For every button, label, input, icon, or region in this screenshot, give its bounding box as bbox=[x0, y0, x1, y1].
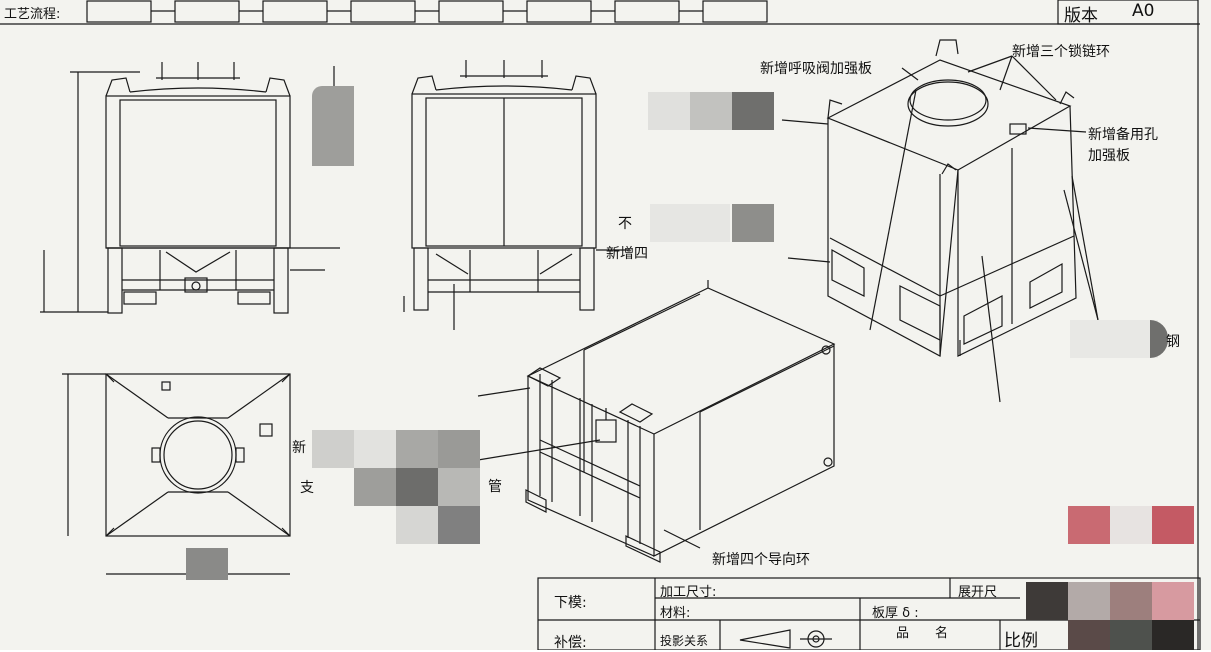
annotation-new-four: 新增四 bbox=[606, 246, 648, 262]
redaction-block bbox=[648, 92, 690, 130]
redaction-block bbox=[1070, 320, 1158, 358]
redaction-block bbox=[732, 204, 774, 242]
annotation-pipe: 管 bbox=[488, 479, 502, 495]
redaction-block bbox=[438, 468, 480, 506]
redaction-block bbox=[1110, 506, 1152, 544]
redaction-block bbox=[186, 548, 228, 580]
projection-label: 投影关系 bbox=[660, 634, 709, 648]
process-flow-label: 工艺流程: bbox=[4, 7, 61, 22]
leader-lines bbox=[477, 55, 1099, 549]
redaction-block bbox=[396, 430, 438, 468]
redaction-block bbox=[690, 92, 732, 130]
redaction-block bbox=[354, 430, 396, 468]
annotation-three-chain-rings: 新增三个锁链环 bbox=[1012, 44, 1110, 60]
annotation-support: 支 bbox=[300, 480, 314, 496]
iso-view-bottom bbox=[525, 280, 836, 563]
product-name-label: 品 名 bbox=[896, 626, 949, 641]
plate-thickness-label: 板厚 δ : bbox=[872, 606, 919, 621]
version-value: A0 bbox=[1132, 1, 1155, 21]
annotation-bu: 不 bbox=[618, 216, 632, 232]
process-flow-boxes bbox=[86, 0, 1199, 25]
redaction-block bbox=[1152, 620, 1194, 650]
redaction-block bbox=[650, 204, 730, 242]
annotation-steel: 钢 bbox=[1166, 334, 1180, 350]
redaction-block bbox=[1150, 320, 1168, 358]
annotation-spare-hole-plate-1: 新增备用孔 bbox=[1088, 127, 1158, 143]
sheet-border bbox=[0, 23, 1200, 650]
redaction-block bbox=[312, 86, 354, 166]
redaction-block bbox=[438, 430, 480, 468]
redaction-block bbox=[354, 468, 396, 506]
unfold-label: 展开尺 bbox=[958, 585, 998, 600]
redaction-block bbox=[396, 506, 438, 544]
scale-label: 比例 bbox=[1004, 631, 1038, 651]
iso-view-top bbox=[826, 39, 1077, 357]
lower-mold-label: 下模: bbox=[554, 595, 587, 611]
redaction-block bbox=[1110, 620, 1152, 650]
annotation-four-guide-rings: 新增四个导向环 bbox=[712, 552, 810, 568]
annotation-new: 新 bbox=[292, 440, 306, 456]
redaction-block bbox=[1110, 582, 1152, 620]
redaction-block bbox=[1152, 506, 1194, 544]
compensation-label: 补偿: bbox=[554, 635, 587, 651]
top-view bbox=[62, 373, 291, 575]
side-view bbox=[403, 60, 630, 330]
redaction-block bbox=[312, 430, 354, 468]
front-view bbox=[40, 62, 340, 314]
redaction-block bbox=[1152, 582, 1194, 620]
process-size-label: 加工尺寸: bbox=[660, 585, 717, 600]
annotation-spare-hole-plate-2: 加强板 bbox=[1088, 148, 1130, 164]
redaction-block bbox=[1068, 620, 1110, 650]
redaction-block bbox=[438, 506, 480, 544]
redaction-block bbox=[732, 92, 774, 130]
redaction-block bbox=[396, 468, 438, 506]
redaction-block bbox=[1068, 506, 1110, 544]
version-label: 版本 bbox=[1064, 6, 1098, 26]
annotation-breather-plate: 新增呼吸阀加强板 bbox=[760, 61, 872, 77]
material-label: 材料: bbox=[660, 606, 691, 621]
redaction-block bbox=[1068, 582, 1110, 620]
redaction-block bbox=[1026, 582, 1068, 620]
